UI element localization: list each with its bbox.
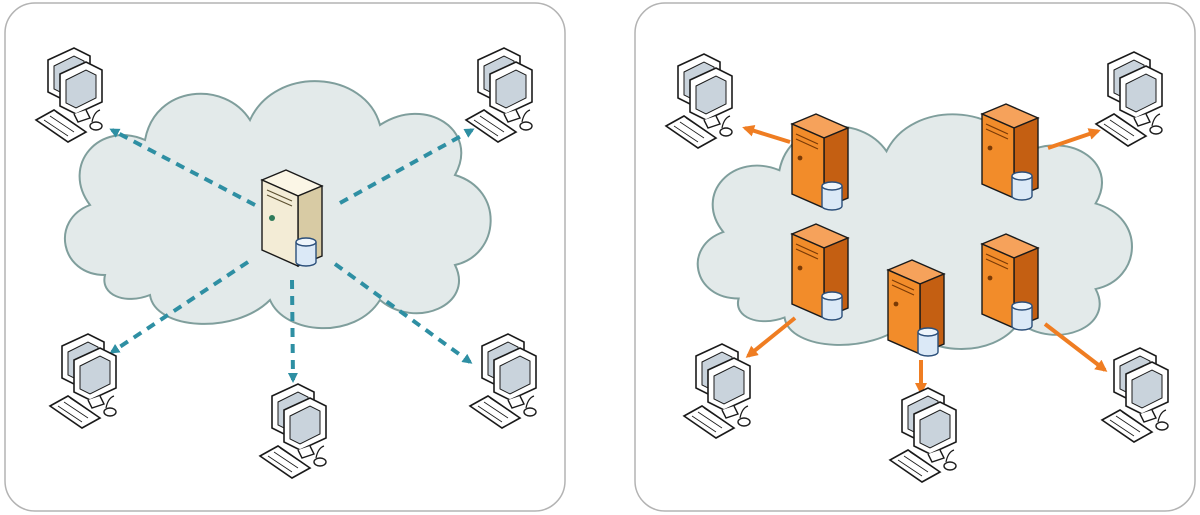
edge-server-icon bbox=[982, 234, 1038, 330]
dashed-arrow bbox=[109, 260, 250, 354]
central-server-icon bbox=[262, 170, 322, 266]
dashed-arrow bbox=[333, 262, 473, 364]
edge-server-icon bbox=[982, 104, 1038, 200]
dashed-connectors bbox=[109, 128, 475, 383]
edge-server-icon bbox=[792, 224, 848, 320]
distributed-panel bbox=[634, 2, 1196, 512]
edge-server-icon bbox=[888, 260, 944, 356]
dashed-arrow bbox=[109, 128, 256, 207]
dashed-arrow bbox=[287, 279, 298, 383]
solid-arrow bbox=[745, 316, 797, 358]
solid-arrow bbox=[742, 124, 791, 144]
solid-arrow bbox=[1043, 322, 1108, 372]
solid-connectors bbox=[742, 124, 1108, 395]
solid-arrow bbox=[1047, 128, 1101, 150]
edge-server-icon bbox=[792, 114, 848, 210]
centralized-panel bbox=[4, 2, 566, 512]
